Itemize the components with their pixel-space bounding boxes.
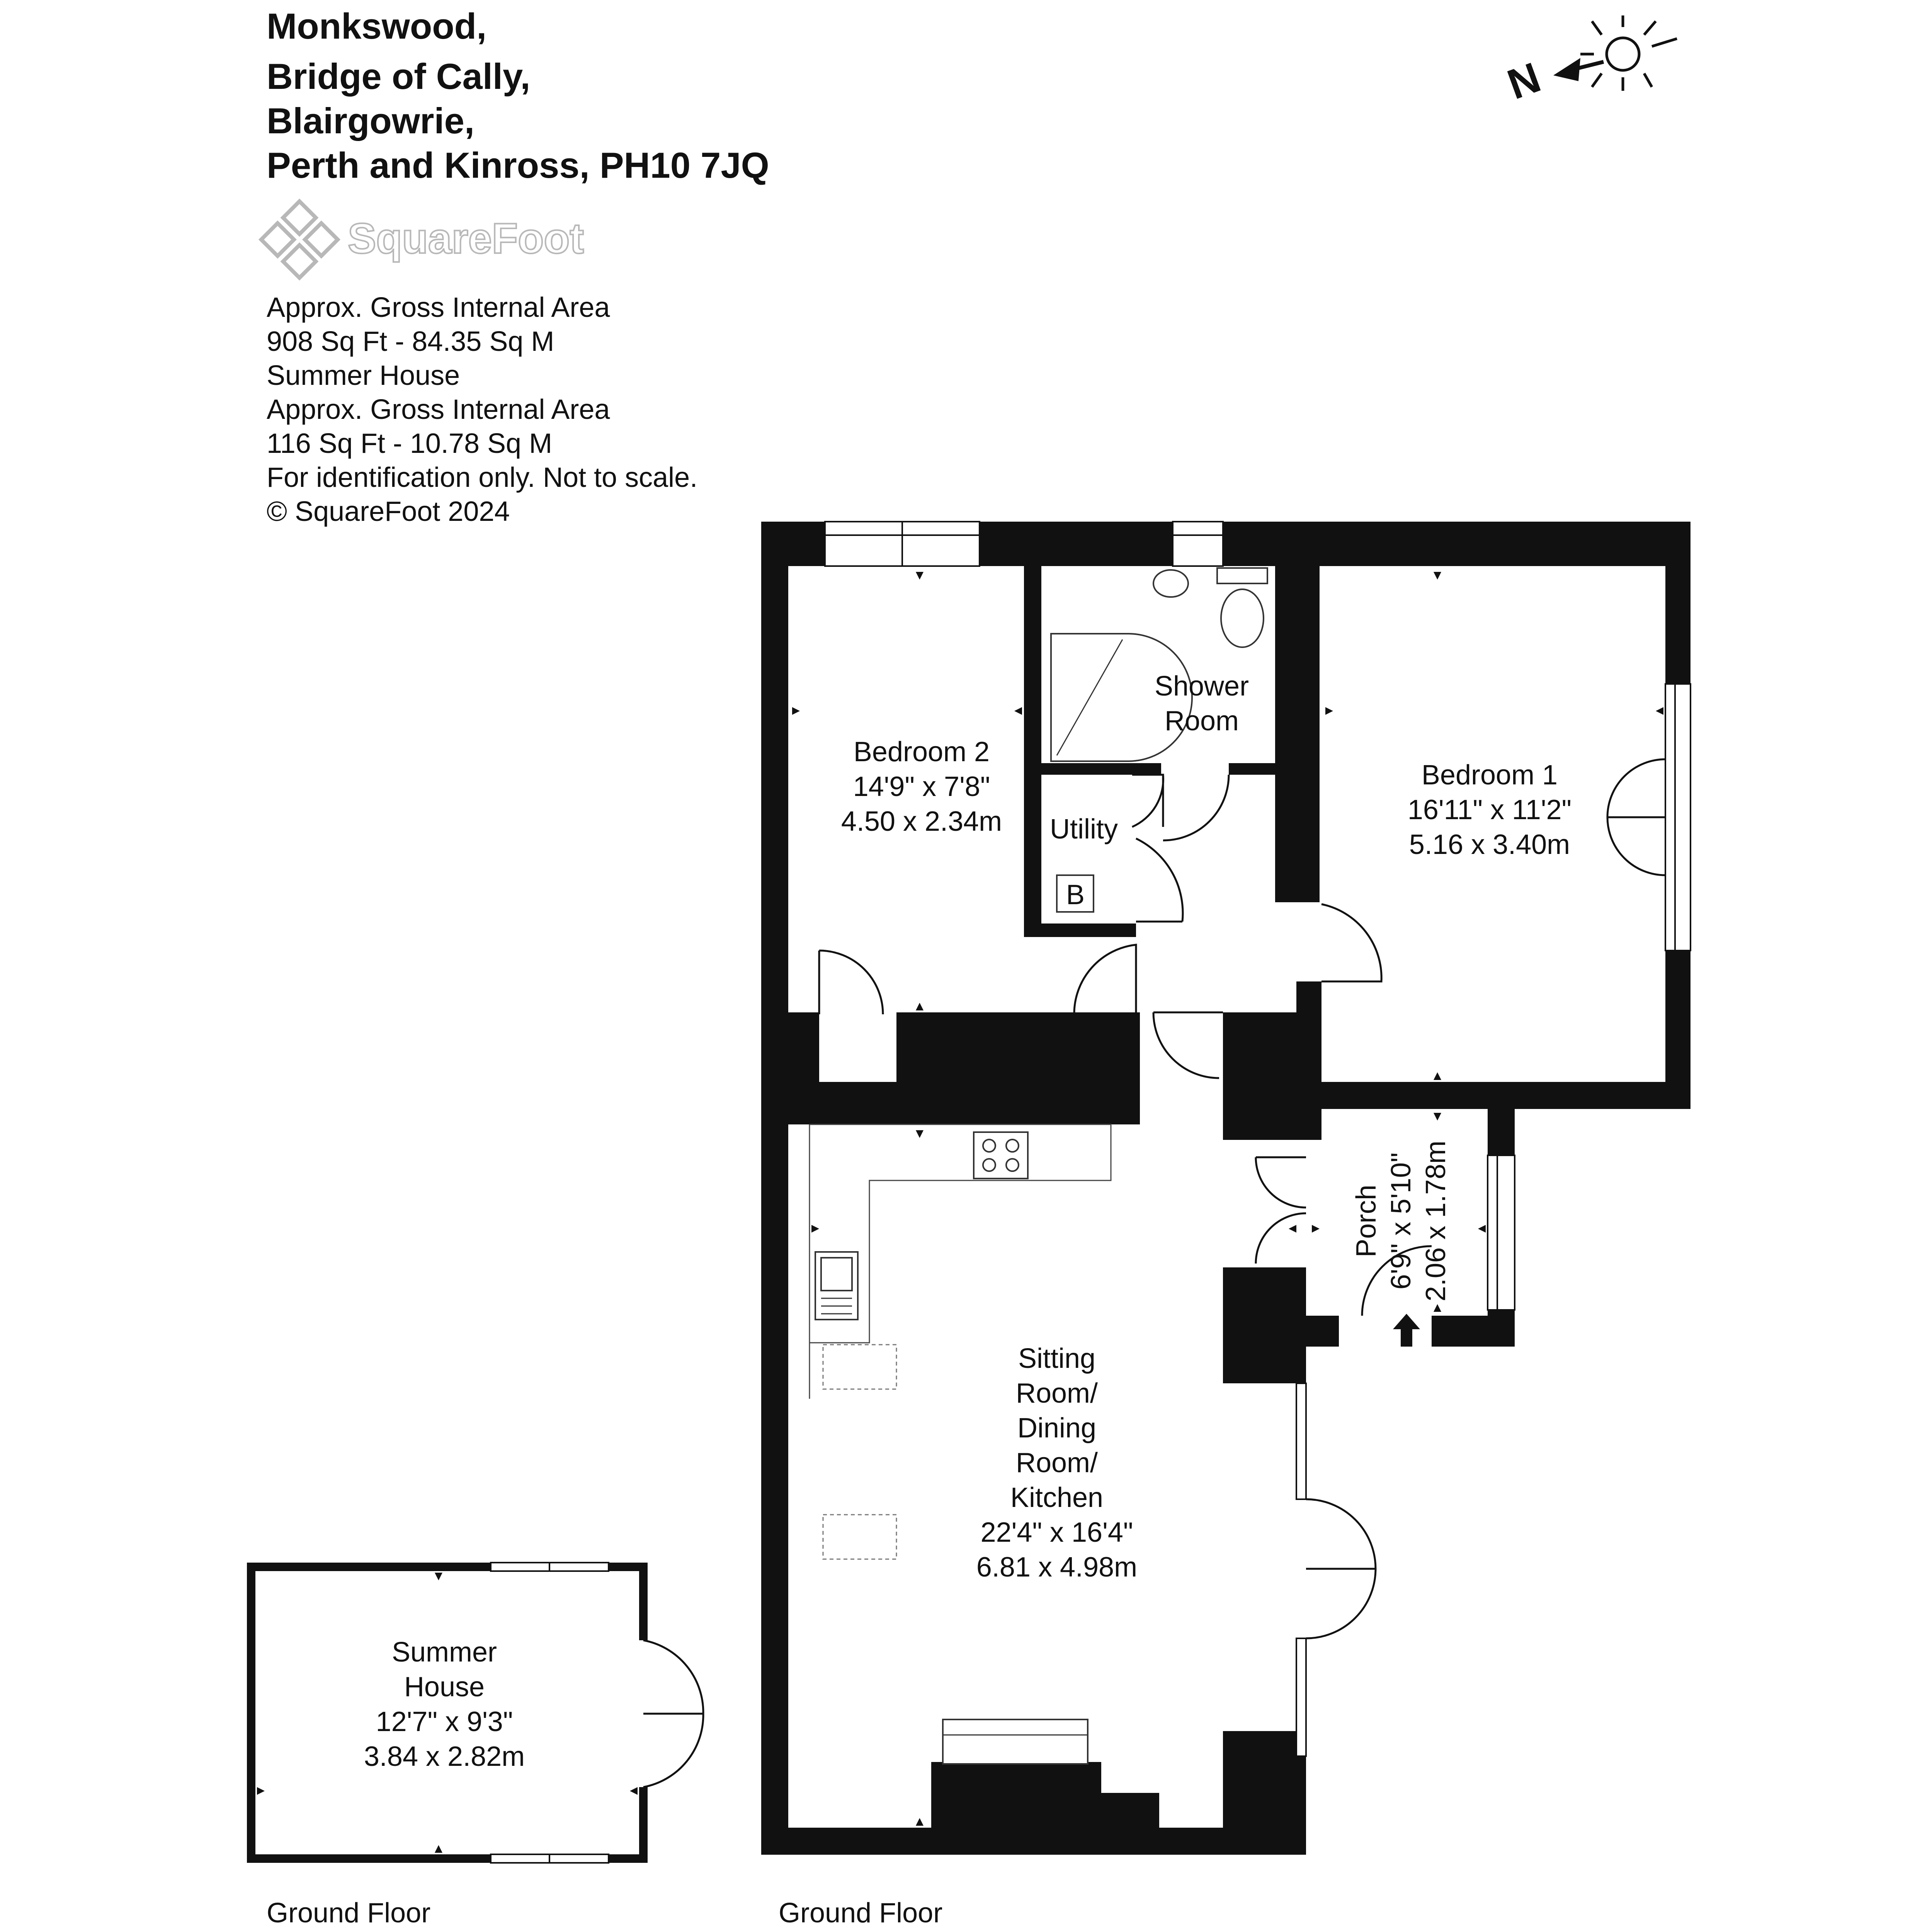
toilet-cistern bbox=[1216, 567, 1268, 584]
sitting-line-3: Dining bbox=[1017, 1413, 1096, 1444]
sitting-metric: 6.81 x 4.98m bbox=[976, 1552, 1137, 1583]
bedroom1-door bbox=[1321, 903, 1383, 983]
fixtures: B bbox=[809, 567, 1268, 1765]
utility-door bbox=[1135, 837, 1184, 923]
house-doors bbox=[818, 758, 1666, 1639]
sitting-door bbox=[1152, 1011, 1223, 1079]
porch-imperial: 6'9" x 5'10" bbox=[1386, 1153, 1417, 1290]
summer-line-2: House bbox=[404, 1672, 485, 1702]
squarefoot-logo: SquareFoot bbox=[258, 198, 585, 281]
house-windows bbox=[824, 521, 1691, 1757]
house-walls bbox=[761, 522, 1690, 1855]
bedroom1-french-door bbox=[1606, 758, 1666, 876]
shower-basin bbox=[1153, 569, 1189, 598]
appliance-space-2 bbox=[822, 1514, 897, 1560]
sitting-window-2 bbox=[1296, 1638, 1307, 1757]
bedroom1-name: Bedroom 1 bbox=[1422, 760, 1558, 791]
porch-window bbox=[1487, 1155, 1515, 1311]
porch-inner-door bbox=[1255, 1156, 1306, 1264]
sitting-window-1 bbox=[1296, 1383, 1307, 1500]
room-labels: Bedroom 2 14'9" x 7'8" 4.50 x 2.34m Show… bbox=[364, 671, 1571, 1772]
address-block: Monkswood, Bridge of Cally, Blairgowrie,… bbox=[267, 6, 769, 185]
bedroom2-metric: 4.50 x 2.34m bbox=[841, 806, 1002, 837]
kitchen-worktop bbox=[809, 1124, 1112, 1399]
porch-name: Porch bbox=[1351, 1185, 1382, 1257]
shower-name-2: Room bbox=[1165, 706, 1239, 736]
porch-front-door bbox=[1361, 1245, 1432, 1316]
summer-line-1: Summer bbox=[392, 1637, 497, 1668]
bedroom1-imperial: 16'11" x 11'2" bbox=[1408, 794, 1571, 825]
area-info-line-3: Summer House bbox=[267, 360, 460, 391]
entrance-arrow-icon bbox=[1393, 1314, 1420, 1347]
north-arrow-icon bbox=[1553, 58, 1604, 81]
appliance-space-1 bbox=[822, 1344, 897, 1390]
sitting-imperial: 22'4" x 16'4" bbox=[981, 1517, 1133, 1548]
logo-mark-icon bbox=[258, 198, 341, 281]
boiler-label: B bbox=[1066, 879, 1085, 910]
shower-name-1: Shower bbox=[1155, 671, 1249, 702]
bedroom1-metric: 5.16 x 3.40m bbox=[1409, 829, 1570, 860]
summer-house-french-door bbox=[643, 1639, 704, 1788]
area-info-line-6: For identification only. Not to scale. bbox=[267, 462, 697, 493]
porch-metric: 2.06 x 1.78m bbox=[1420, 1141, 1451, 1301]
logo-text: SquareFoot bbox=[348, 215, 584, 262]
address-line-2: Bridge of Cally, bbox=[267, 56, 530, 97]
north-label: N bbox=[1502, 53, 1547, 109]
address-line-3: Blairgowrie, bbox=[267, 100, 474, 141]
address-line-4: Perth and Kinross, PH10 7JQ bbox=[267, 145, 769, 185]
bedroom2-imperial: 14'9" x 7'8" bbox=[853, 771, 990, 802]
dimension-ticks bbox=[257, 572, 1663, 1853]
fireplace-hearth bbox=[942, 1719, 1088, 1765]
area-info-line-4: Approx. Gross Internal Area bbox=[267, 394, 610, 425]
shower-tray bbox=[1050, 633, 1193, 762]
floor-label-summer-house: Ground Floor bbox=[267, 1898, 430, 1929]
shower-door bbox=[1131, 774, 1164, 828]
hall-door-1 bbox=[1073, 944, 1137, 1015]
summer-imperial: 12'7" x 9'3" bbox=[376, 1706, 513, 1737]
bedroom1-window bbox=[1665, 683, 1691, 951]
area-info-line-2: 908 Sq Ft - 84.35 Sq M bbox=[267, 326, 554, 357]
area-info: Approx. Gross Internal Area 908 Sq Ft - … bbox=[267, 292, 697, 527]
bedroom2-door bbox=[818, 949, 884, 1015]
boiler-box bbox=[1056, 874, 1094, 913]
sitting-french-door bbox=[1306, 1498, 1377, 1639]
sun-icon bbox=[1580, 15, 1678, 91]
floor-label-main-house: Ground Floor bbox=[779, 1898, 942, 1929]
hob bbox=[973, 1131, 1029, 1179]
utility-name: Utility bbox=[1050, 814, 1118, 845]
summer-house bbox=[247, 1562, 704, 1864]
sitting-line-2: Room/ bbox=[1016, 1378, 1098, 1409]
shower-window bbox=[1172, 521, 1224, 567]
area-info-line-5: 116 Sq Ft - 10.78 Sq M bbox=[267, 428, 552, 459]
toilet-bowl bbox=[1220, 588, 1264, 648]
bedroom2-name: Bedroom 2 bbox=[854, 736, 990, 767]
sitting-line-1: Sitting bbox=[1018, 1343, 1095, 1374]
summer-metric: 3.84 x 2.82m bbox=[364, 1741, 525, 1772]
address-line-1: Monkswood, bbox=[267, 6, 486, 46]
sitting-line-5: Kitchen bbox=[1010, 1482, 1103, 1513]
sitting-line-4: Room/ bbox=[1016, 1447, 1098, 1478]
area-info-line-7: © SquareFoot 2024 bbox=[267, 496, 510, 527]
shower-door-arc bbox=[1163, 774, 1230, 842]
area-info-line-1: Approx. Gross Internal Area bbox=[267, 292, 610, 323]
compass: N bbox=[1502, 15, 1678, 109]
